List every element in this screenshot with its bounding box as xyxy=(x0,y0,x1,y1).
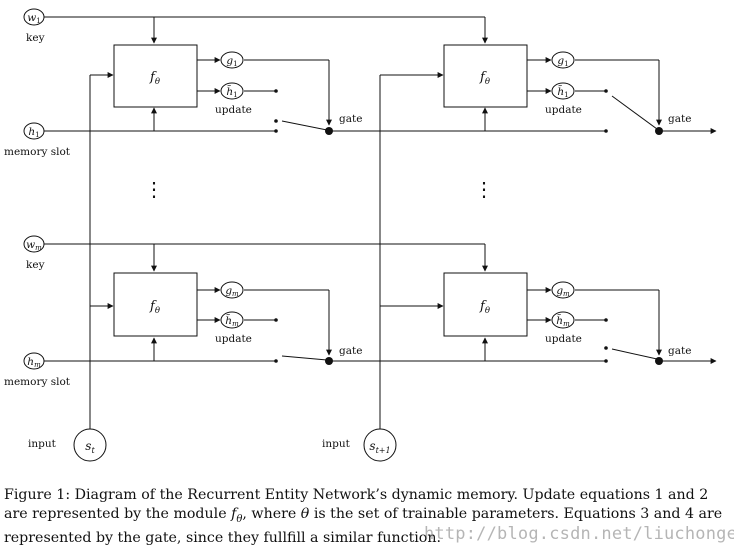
h1-tilde-label-2: h̃1 xyxy=(557,85,568,99)
f-theta-box-2 xyxy=(443,44,528,108)
vdots-left: ⋮ xyxy=(144,177,164,201)
hm-tilde-node xyxy=(220,311,244,329)
hm-tilde-node-2 xyxy=(551,311,575,329)
w1-node xyxy=(23,8,45,26)
gate-label-4: gate xyxy=(668,345,691,357)
wm-label: wm xyxy=(26,239,42,252)
st-node xyxy=(73,428,107,462)
st-label: st xyxy=(85,439,95,455)
hm-tilde-label-2: h̃m xyxy=(556,314,570,328)
gm-label-2: gm xyxy=(556,285,570,298)
memory-slot-label-m: memory slot xyxy=(4,376,71,388)
h1-tilde-node xyxy=(220,82,244,100)
memory-slot-label-1: memory slot xyxy=(4,146,71,158)
figure-caption: Figure 1: Diagram of the Recurrent Entit… xyxy=(4,486,724,548)
caption-part-3: is the set of trainable parameters. Equa… xyxy=(4,506,723,546)
gm-node xyxy=(220,281,244,299)
gate-label-1: gate xyxy=(339,113,362,125)
st1-label: st+1 xyxy=(369,439,390,455)
f-theta-box-3 xyxy=(113,272,198,337)
g1-node-2 xyxy=(551,51,575,69)
vdots-right: ⋮ xyxy=(474,177,494,201)
caption-theta: θ xyxy=(300,506,310,522)
update-label-3: update xyxy=(215,333,252,345)
g1-label-2: g1 xyxy=(557,55,568,68)
caption-f-sub: θ xyxy=(236,513,243,525)
w1-label: w1 xyxy=(27,12,40,25)
f-theta-label-1: fθ xyxy=(149,70,160,87)
caption-part-2: , where xyxy=(242,506,301,522)
gate-node-2 xyxy=(655,127,663,135)
f-theta-label-2: fθ xyxy=(479,70,490,87)
gate-node-1 xyxy=(325,127,333,135)
wm-node xyxy=(23,235,45,253)
gm-node-2 xyxy=(551,281,575,299)
gate-node-3 xyxy=(325,357,333,365)
f-theta-label-4: fθ xyxy=(479,299,490,316)
input-label-2: input xyxy=(322,438,351,450)
key-label-m: key xyxy=(26,259,45,271)
f-theta-box-1 xyxy=(113,44,198,108)
key-label-1: key xyxy=(26,32,45,44)
gate-switch-1 xyxy=(281,120,328,131)
hm-tilde-label: h̃m xyxy=(225,314,239,328)
g1-label: g1 xyxy=(226,55,237,68)
h1-tilde-node-2 xyxy=(551,82,575,100)
gate-switch-4 xyxy=(611,348,658,360)
gate-switch-3 xyxy=(281,355,328,361)
hm-label: hm xyxy=(27,356,41,369)
gm-label: gm xyxy=(225,285,239,298)
st1-node xyxy=(363,428,397,462)
gate-label-2: gate xyxy=(668,113,691,125)
caption-f: f xyxy=(231,506,237,522)
input-label-1: input xyxy=(28,438,57,450)
update-label-4: update xyxy=(545,333,582,345)
hm-node xyxy=(23,352,45,370)
gate-label-3: gate xyxy=(339,345,362,357)
watermark: http://blog.csdn.net/liuchonge xyxy=(424,524,734,544)
h1-label: h1 xyxy=(28,126,39,139)
entity-network-diagram: w1 h1 wm hm g1 h̃1 g1 h̃1 gm h̃m gm h̃m … xyxy=(4,8,717,462)
g1-node xyxy=(220,51,244,69)
gate-switch-2 xyxy=(611,95,658,130)
caption-part-1: Figure 1: Diagram of the Recurrent Entit… xyxy=(4,487,709,522)
gate-node-4 xyxy=(655,357,663,365)
f-theta-label-3: fθ xyxy=(149,299,160,316)
h1-tilde-label: h̃1 xyxy=(226,85,237,99)
update-label-2: update xyxy=(545,104,582,116)
update-label-1: update xyxy=(215,104,252,116)
f-theta-box-4 xyxy=(443,272,528,337)
h1-node xyxy=(23,122,45,140)
